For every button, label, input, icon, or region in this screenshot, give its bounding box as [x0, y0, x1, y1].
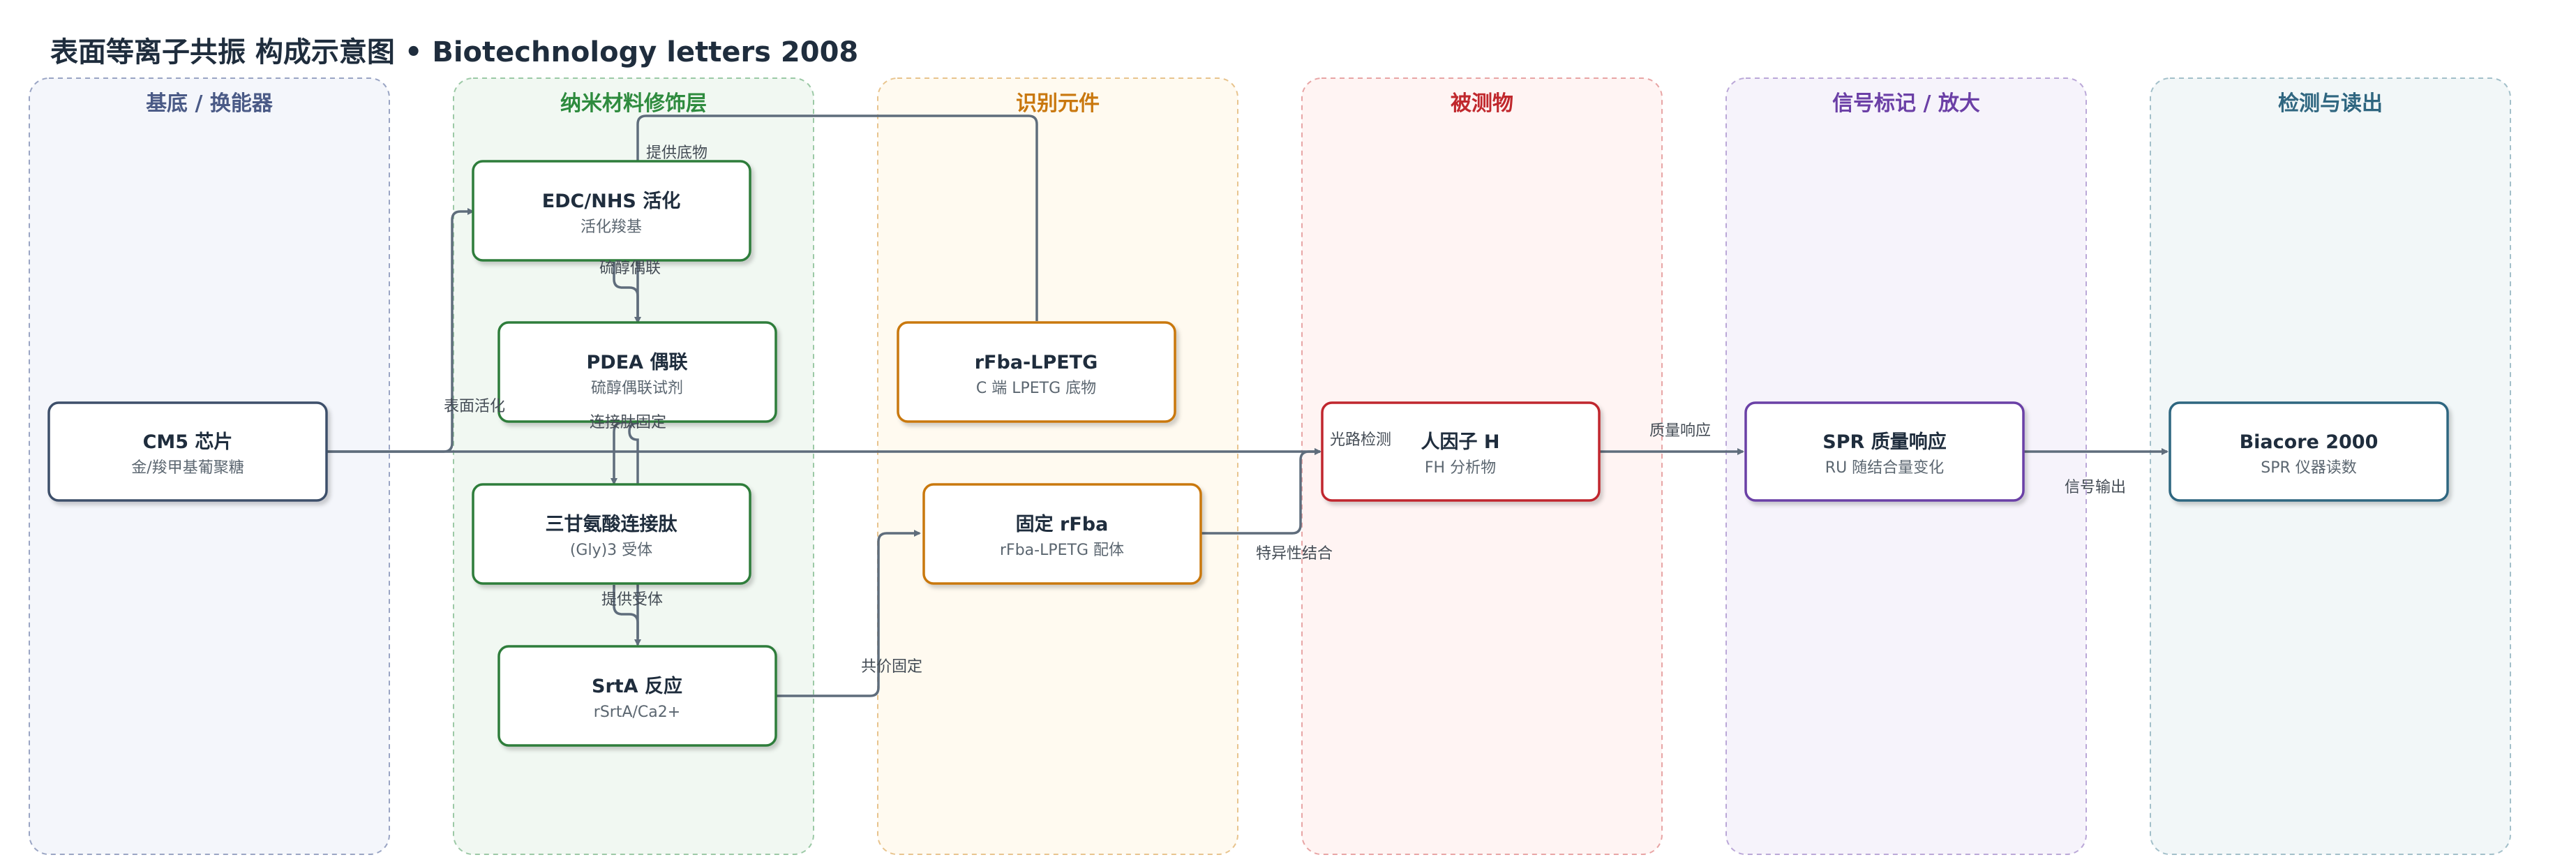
diagram-title: 表面等离子共振 构成示意图 • Biotechnology letters 20…: [50, 36, 858, 68]
node-srta-reaction-box: [497, 645, 777, 747]
edge-substrate-supply: [628, 114, 1038, 639]
node-factor-h[interactable]: 人因子 H FH 分析物: [1321, 401, 1601, 502]
node-factor-h-title: 人因子 H: [1421, 431, 1500, 453]
node-spr-mass-response-subtitle: RU 随结合量变化: [1825, 459, 1944, 477]
edge-thiol-coupling: [613, 262, 641, 324]
edge-specific-binding: [1201, 448, 1321, 535]
lane-recognition-title: 识别元件: [1016, 91, 1100, 116]
node-pdea-coupling-box: [497, 321, 777, 423]
edge-label-specific-binding: 特异性结合: [1256, 545, 1333, 563]
node-fixed-rfba-subtitle: rFba-LPETG 配体: [1000, 542, 1124, 559]
lane-detection-title: 检测与读出: [2278, 91, 2383, 116]
node-spr-mass-response-title: SPR 质量响应: [1822, 431, 1946, 453]
node-cm5-chip-title: CM5 芯片: [143, 431, 233, 453]
node-cm5-chip-box: [47, 401, 328, 502]
edge-label-mass-response: 质量响应: [1649, 422, 1711, 440]
node-triglycine-linker-box: [472, 483, 751, 585]
node-rfba-lpetg[interactable]: rFba-LPETG C 端 LPETG 底物: [897, 321, 1176, 423]
edge-label-receptor-supply: 提供受体: [601, 591, 663, 609]
node-srta-reaction[interactable]: SrtA 反应 rSrtA/Ca2+: [497, 645, 777, 747]
node-cm5-chip-subtitle: 金/羧甲基葡聚糖: [131, 459, 244, 477]
edge-covalent-fixation: [777, 530, 921, 697]
lane-signal-title: 信号标记 / 放大: [1832, 91, 1980, 116]
node-srta-reaction-subtitle: rSrtA/Ca2+: [594, 704, 680, 721]
node-rfba-lpetg-box: [897, 321, 1176, 423]
node-spr-mass-response-box: [1744, 401, 2025, 502]
node-biacore-2000-subtitle: SPR 仪器读数: [2261, 459, 2357, 477]
edge-label-covalent-fixation: 共价固定: [861, 658, 922, 676]
edge-label-optical-detection: 光路检测: [1330, 431, 1391, 449]
edge-label-substrate-supply: 提供底物: [646, 144, 707, 162]
edge-label-linker-fixation: 连接肽固定: [590, 414, 666, 431]
edge-label-signal-output: 信号输出: [2065, 479, 2126, 496]
node-triglycine-linker-title: 三甘氨酸连接肽: [546, 513, 678, 535]
node-biacore-2000-title: Biacore 2000: [2240, 431, 2379, 453]
node-rfba-lpetg-subtitle: C 端 LPETG 底物: [976, 380, 1096, 397]
node-fixed-rfba-box: [922, 483, 1202, 585]
lane-analyte-title: 被测物: [1451, 91, 1513, 116]
lane-nano-title: 纳米材料修饰层: [560, 91, 707, 116]
node-factor-h-subtitle: FH 分析物: [1425, 459, 1496, 477]
node-pdea-coupling[interactable]: PDEA 偶联 硫醇偶联试剂: [497, 321, 777, 423]
node-edc-nhs-activation-title: EDC/NHS 活化: [542, 191, 681, 212]
node-fixed-rfba[interactable]: 固定 rFba rFba-LPETG 配体: [922, 483, 1202, 585]
edge-label-surface-activation: 表面活化: [444, 398, 505, 415]
lane-substrate-title: 基底 / 换能器: [146, 91, 274, 116]
node-triglycine-linker[interactable]: 三甘氨酸连接肽 (Gly)3 受体: [472, 483, 751, 585]
edge-receptor-supply: [613, 585, 641, 646]
node-biacore-2000-box: [2169, 401, 2449, 502]
node-cm5-chip[interactable]: CM5 芯片 金/羧甲基葡聚糖: [47, 401, 328, 502]
lane-recognition-box: [877, 77, 1238, 855]
node-pdea-coupling-subtitle: 硫醇偶联试剂: [591, 380, 683, 397]
node-biacore-2000[interactable]: Biacore 2000 SPR 仪器读数: [2169, 401, 2449, 502]
node-rfba-lpetg-title: rFba-LPETG: [975, 352, 1098, 373]
edge-label-thiol-coupling: 硫醇偶联: [599, 260, 661, 277]
node-edc-nhs-activation[interactable]: EDC/NHS 活化 活化羧基: [472, 160, 751, 262]
node-fixed-rfba-title: 固定 rFba: [1016, 513, 1109, 535]
node-srta-reaction-title: SrtA 反应: [592, 675, 682, 697]
lane-recognition: 识别元件: [877, 77, 1238, 855]
node-triglycine-linker-subtitle: (Gly)3 受体: [570, 542, 652, 559]
node-edc-nhs-activation-subtitle: 活化羧基: [581, 218, 642, 236]
node-factor-h-box: [1321, 401, 1601, 502]
node-edc-nhs-activation-box: [472, 160, 751, 262]
node-pdea-coupling-title: PDEA 偶联: [587, 352, 688, 373]
node-spr-mass-response[interactable]: SPR 质量响应 RU 随结合量变化: [1744, 401, 2025, 502]
